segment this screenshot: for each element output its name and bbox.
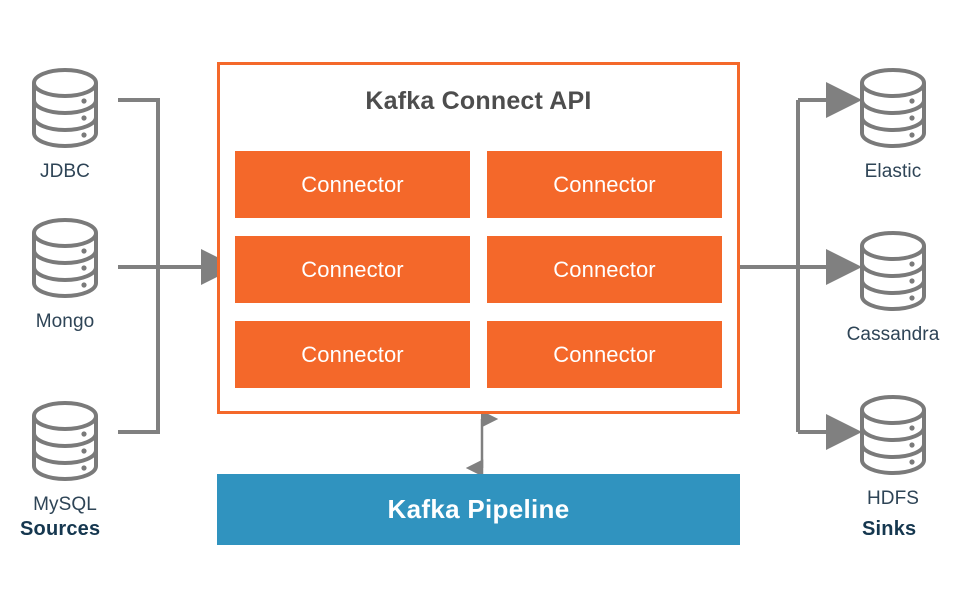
sink-label-hdfs: HDFS [866,488,920,509]
connector-label: Connector [553,171,656,197]
connector-box[interactable]: Connector [487,321,722,388]
kafka-pipeline-bar: Kafka Pipeline [217,474,740,545]
source-node-mysql: MySQL [10,398,120,516]
connector-label: Connector [301,341,404,367]
connector-label: Connector [301,171,404,197]
database-icon [32,401,98,481]
connector-box[interactable]: Connector [235,236,470,303]
sink-label-cassandra: Cassandra [846,324,940,345]
connector-box[interactable]: Connector [235,151,470,218]
sink-node-hdfs: HDFS [838,392,948,510]
connector-box[interactable]: Connector [235,321,470,388]
source-node-mongo: Mongo [10,215,120,333]
connector-label: Connector [553,256,656,282]
connector-box[interactable]: Connector [487,151,722,218]
page-title: Kafka Connect API [365,87,592,115]
source-label-mysql: MySQL [33,494,97,515]
connector-grid: Connector Connector Connector Connector … [235,151,722,388]
source-label-jdbc: JDBC [39,161,90,182]
source-node-jdbc: JDBC [10,65,120,183]
sinks-wire-group [740,100,800,432]
database-icon [860,231,926,311]
database-icon [32,218,98,298]
connector-label: Connector [301,256,404,282]
database-icon [860,395,926,475]
database-icon [860,68,926,148]
sink-node-elastic: Elastic [838,65,948,183]
sinks-caption: Sinks [862,518,917,540]
sources-caption: Sources [20,518,101,540]
connector-label: Connector [553,341,656,367]
sources-wire-group [118,98,160,434]
sink-label-elastic: Elastic [864,161,922,182]
sink-arrowheads [798,82,862,450]
kafka-pipeline-label: Kafka Pipeline [387,494,570,524]
kafka-connect-api-box: Kafka Connect API Connector Connector Co… [217,62,740,414]
source-label-mongo: Mongo [35,311,95,332]
database-icon [32,68,98,148]
connector-box[interactable]: Connector [487,236,722,303]
sink-node-cassandra: Cassandra [838,228,948,346]
